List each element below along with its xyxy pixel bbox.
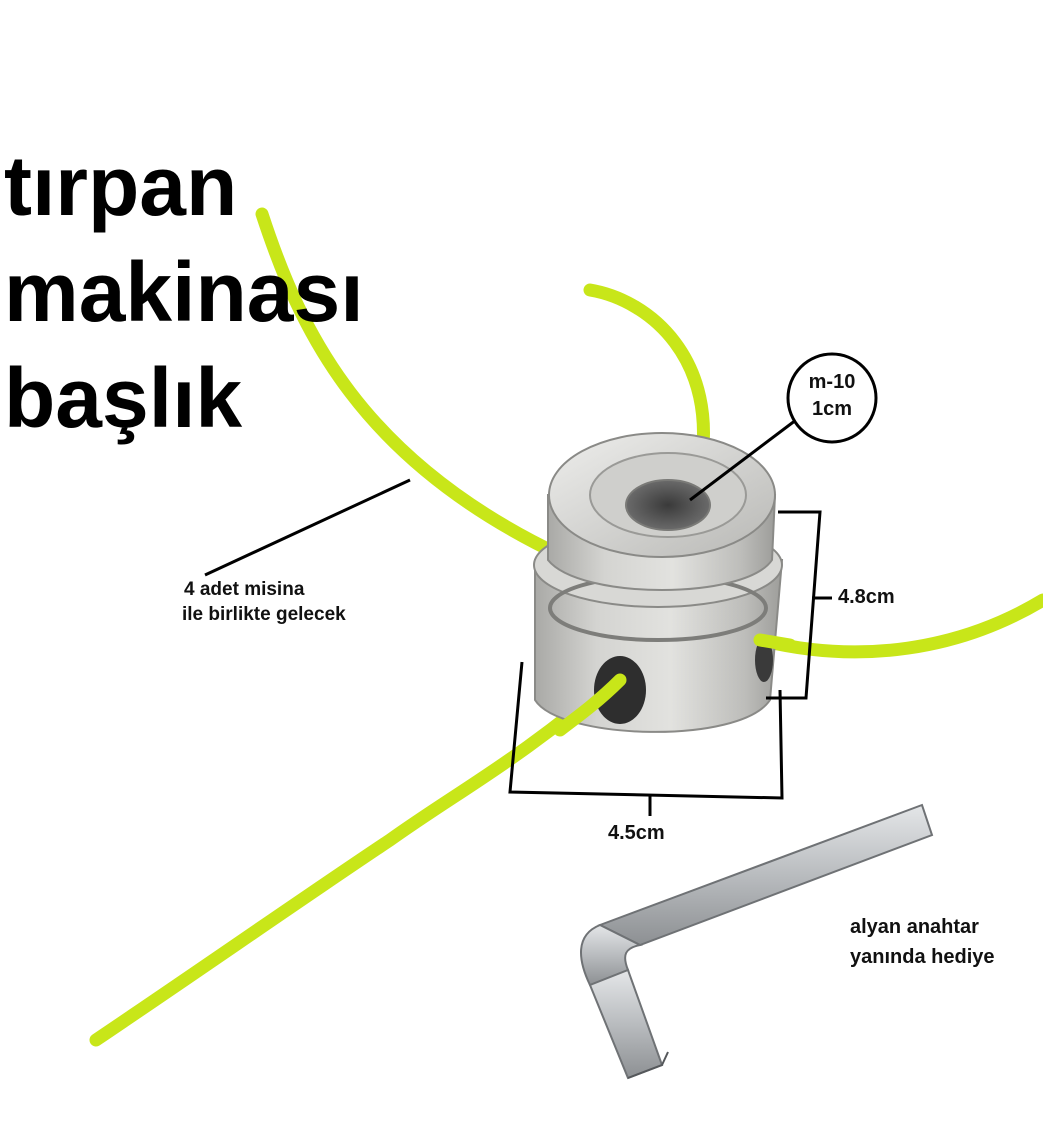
wrench-tip bbox=[627, 1051, 669, 1079]
thread-leader bbox=[689, 418, 797, 502]
width-bracket bbox=[508, 661, 784, 800]
title-line-3: başlık bbox=[4, 351, 243, 445]
height-bracket bbox=[766, 510, 822, 700]
allen-wrench bbox=[580, 803, 934, 1080]
wrench-label-1: alyan anahtar bbox=[850, 916, 979, 938]
trimmer-lines-front bbox=[553, 633, 797, 737]
threaded-bore bbox=[625, 479, 711, 531]
trimmer-line-right bbox=[753, 593, 1043, 659]
trimmer-line-right-segment bbox=[753, 633, 797, 652]
trimmer-line-lower-left bbox=[89, 668, 625, 1047]
thread-callout-circle bbox=[786, 352, 878, 444]
thread-length-label: 1cm bbox=[811, 398, 853, 420]
height-dimension-label: 4.8cm bbox=[838, 586, 895, 608]
lines-leader bbox=[204, 478, 411, 577]
thread-callout bbox=[689, 352, 878, 502]
title-line-2: makinası bbox=[4, 245, 364, 339]
width-dimension bbox=[508, 661, 784, 816]
trimmer-head bbox=[533, 432, 784, 733]
wrench-short-arm bbox=[588, 968, 664, 1080]
side-hole-right bbox=[755, 638, 773, 682]
trimmer-line-upper-right bbox=[583, 283, 710, 477]
trimmer-lines-label-1: 4 adet misina bbox=[184, 579, 305, 600]
trimmer-lines bbox=[89, 207, 1043, 1047]
side-hole-front bbox=[594, 656, 646, 724]
width-dimension-label: 4.5cm bbox=[608, 822, 665, 844]
height-dimension bbox=[766, 510, 832, 700]
trimmer-line-upper-left bbox=[255, 207, 567, 562]
wrench-label-2: yanında hediye bbox=[850, 946, 995, 968]
trimmer-lines-label-2: ile birlikte gelecek bbox=[182, 604, 346, 625]
thread-size-label: m-10 bbox=[808, 371, 856, 393]
trimmer-line-front-segment bbox=[553, 673, 627, 737]
title-line-1: tırpan bbox=[4, 139, 238, 233]
